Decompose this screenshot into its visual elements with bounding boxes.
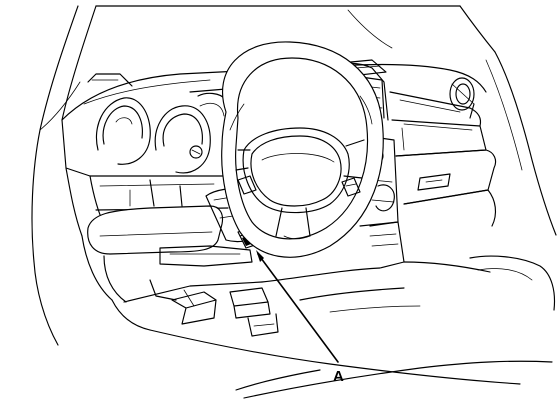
left-a-pillar	[31, 5, 97, 346]
instrument-gauge-center	[154, 105, 211, 174]
steering-wheel	[221, 41, 384, 258]
callout-label-a: A	[333, 368, 344, 385]
floor-and-tunnel	[149, 255, 556, 399]
right-dash-panel	[389, 91, 497, 227]
callout-a: A	[256, 250, 344, 385]
callout-leader-line	[257, 253, 339, 363]
knee-bolster-left	[81, 205, 224, 303]
windshield-frame	[95, 5, 557, 236]
callout-arrowhead	[256, 250, 264, 262]
pedal-area	[171, 287, 279, 337]
right-dash-vent	[449, 77, 475, 111]
instrument-gauge-left	[95, 97, 151, 165]
lower-dash	[111, 245, 263, 331]
